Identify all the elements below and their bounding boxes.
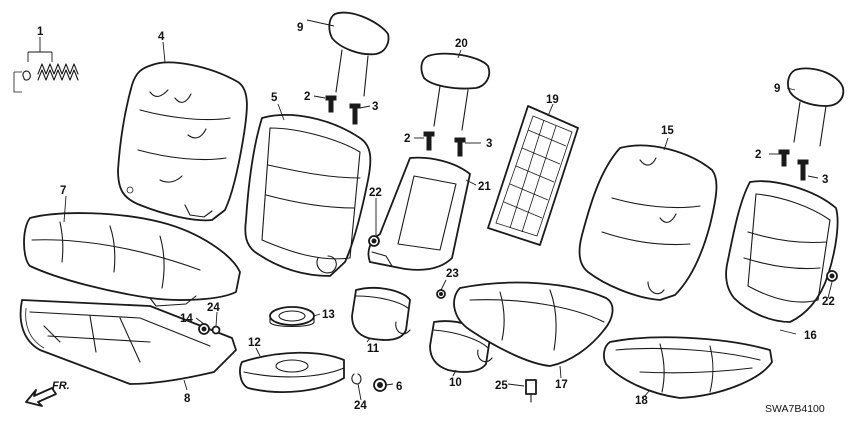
callout-22-right: 22 <box>822 296 835 308</box>
part-5-rear-seatback-pad <box>244 114 372 277</box>
part-16-seatback-pad-right <box>725 180 839 323</box>
part-17-seat-cushion-cover-center <box>453 281 614 367</box>
callout-23: 23 <box>446 268 459 280</box>
callout-11: 11 <box>367 343 380 355</box>
callout-5: 5 <box>271 92 278 104</box>
callout-21: 21 <box>478 181 491 193</box>
small-fasteners <box>198 235 838 403</box>
callout-9-right: 9 <box>774 83 780 95</box>
callout-13: 13 <box>322 309 335 321</box>
part-9-headrest-left <box>328 11 390 97</box>
callout-2-center: 2 <box>404 133 410 145</box>
part-20-headrest-center <box>420 52 491 131</box>
callout-12: 12 <box>248 337 261 349</box>
callout-9-left: 9 <box>297 22 303 34</box>
front-direction-arrow: FR. <box>25 380 70 407</box>
callout-15: 15 <box>661 125 674 137</box>
callout-numbers: 1 4 9 2 3 5 20 2 3 19 21 22 7 23 24 14 1… <box>37 22 835 412</box>
part-1-clip-kit <box>13 37 79 93</box>
front-arrow-label: FR. <box>52 380 70 392</box>
callout-24-bottom: 24 <box>354 400 367 412</box>
part-8-seat-cushion-pad-left <box>19 299 237 385</box>
part-12-seat-cushion-insert <box>239 351 345 393</box>
callout-17: 17 <box>555 379 568 391</box>
part-19-seatback-frame-panel <box>487 105 579 246</box>
callout-3-left: 3 <box>372 101 378 113</box>
callout-3-center: 3 <box>486 138 492 150</box>
part-9-headrest-right <box>787 67 845 147</box>
callout-20: 20 <box>455 38 468 50</box>
callout-7: 7 <box>60 185 66 197</box>
callout-22-center: 22 <box>369 187 382 199</box>
callout-2-right: 2 <box>755 149 761 161</box>
callout-18: 18 <box>635 395 648 407</box>
part-7-seat-cushion-cover-left <box>23 212 241 307</box>
callout-3-right: 3 <box>822 174 828 186</box>
diagram-code: SWA7B4100 <box>765 403 825 415</box>
callout-2-left: 2 <box>304 91 310 103</box>
headrest-guides <box>325 95 809 181</box>
callout-25: 25 <box>495 380 508 392</box>
callout-6: 6 <box>396 381 402 393</box>
callout-14: 14 <box>180 313 193 325</box>
part-11-armrest-left <box>351 287 411 341</box>
part-15-seatback-cover-right <box>578 144 718 301</box>
callout-19: 19 <box>546 94 559 106</box>
part-21-armrest-cover <box>367 156 471 271</box>
part-13-cup-holder <box>269 306 315 328</box>
callout-1: 1 <box>37 26 44 38</box>
callout-10: 10 <box>449 377 462 389</box>
part-4-rear-seatback-cover-left <box>117 61 248 222</box>
callout-16: 16 <box>804 330 817 342</box>
callout-24-top: 24 <box>207 302 220 314</box>
part-18-seat-cushion-pad-right <box>603 336 773 399</box>
leader-lines <box>63 19 833 401</box>
callout-4: 4 <box>158 31 165 43</box>
callout-8: 8 <box>184 393 191 405</box>
